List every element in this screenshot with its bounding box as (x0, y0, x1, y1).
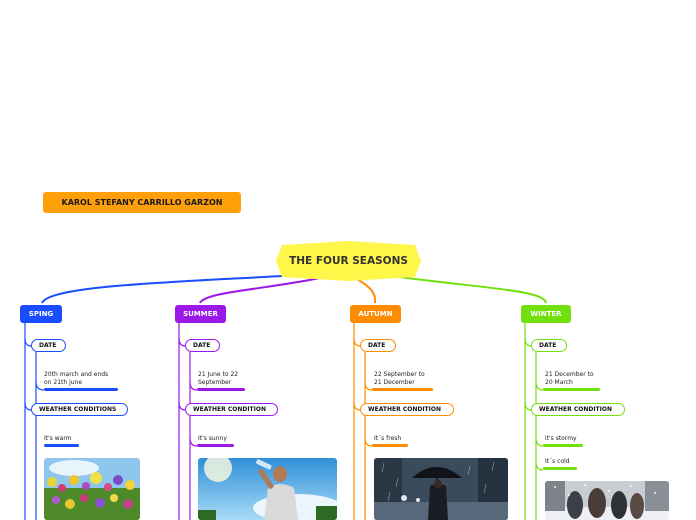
weather-text-winter-2[interactable]: It´s cold (545, 458, 570, 466)
weather-node-autumn[interactable]: WEATHER CONDITION (360, 403, 454, 416)
weather-label: WEATHER CONDITION (368, 406, 441, 413)
season-node-spring[interactable]: SPING (20, 305, 62, 323)
flower-field-photo[interactable] (44, 458, 140, 520)
date-text-line: on 21th june (44, 379, 108, 387)
weather-label: WEATHER CONDITIONS (39, 406, 116, 413)
season-label: SPING (29, 310, 53, 318)
date-text-line: 21 December (374, 379, 425, 387)
date-text-line: 21 December to (545, 371, 594, 379)
season-label: SUMMER (183, 310, 218, 318)
weather-label: WEATHER CONDITION (539, 406, 612, 413)
weather-node-summer[interactable]: WEATHER CONDITION (185, 403, 278, 416)
weather-text-line: It´s cold (545, 458, 570, 466)
date-label: DATE (39, 342, 56, 349)
weather-underline-summer (197, 444, 234, 447)
weather-underline-winter-1 (543, 444, 583, 447)
date-underline-summer (197, 388, 245, 391)
season-label: WINTER (530, 310, 561, 318)
season-node-winter[interactable]: WINTER (521, 305, 571, 323)
date-text-winter[interactable]: 21 December to 20 March (545, 371, 594, 387)
central-topic-node[interactable]: THE FOUR SEASONS (276, 241, 421, 281)
season-node-summer[interactable]: SUMMER (175, 305, 226, 323)
weather-text-winter-1[interactable]: it's stormy (545, 435, 577, 443)
weather-text-line: It´s fresh (374, 435, 401, 443)
date-node-spring[interactable]: DATE (31, 339, 66, 352)
central-topic-label: THE FOUR SEASONS (289, 255, 408, 267)
weather-underline-winter-2 (543, 467, 577, 470)
date-text-spring[interactable]: 20th march and ends on 21th june (44, 371, 108, 387)
umbrella-rain-photo[interactable] (374, 458, 508, 520)
date-text-line: 20 March (545, 379, 594, 387)
weather-text-autumn[interactable]: It´s fresh (374, 435, 401, 443)
weather-text-line: It's sunny (198, 435, 227, 443)
date-label: DATE (193, 342, 210, 349)
date-text-line: 21 June to 22 (198, 371, 238, 379)
date-underline-spring (44, 388, 118, 391)
date-label: DATE (368, 342, 385, 349)
date-text-line: 22 September to (374, 371, 425, 379)
weather-node-spring[interactable]: WEATHER CONDITIONS (31, 403, 128, 416)
date-node-winter[interactable]: DATE (531, 339, 567, 352)
weather-label: WEATHER CONDITION (193, 406, 266, 413)
snow-people-photo[interactable] (545, 481, 669, 520)
date-text-summer[interactable]: 21 June to 22 September (198, 371, 238, 387)
season-node-autumn[interactable]: AUTUMN (350, 305, 401, 323)
date-node-autumn[interactable]: DATE (360, 339, 396, 352)
date-text-line: September (198, 379, 238, 387)
weather-text-summer[interactable]: It's sunny (198, 435, 227, 443)
weather-text-line: it's stormy (545, 435, 577, 443)
season-label: AUTUMN (358, 310, 392, 318)
date-text-line: 20th march and ends (44, 371, 108, 379)
weather-text-spring[interactable]: It's warm (44, 435, 72, 443)
date-underline-winter (543, 388, 600, 391)
weather-underline-spring (44, 444, 79, 447)
man-drinking-water-photo[interactable] (198, 458, 337, 520)
weather-text-line: It's warm (44, 435, 72, 443)
date-underline-autumn (372, 388, 433, 391)
weather-underline-autumn (372, 444, 408, 447)
date-node-summer[interactable]: DATE (185, 339, 220, 352)
author-name-node[interactable]: KAROL STEFANY CARRILLO GARZON (43, 192, 241, 213)
date-label: DATE (539, 342, 556, 349)
date-text-autumn[interactable]: 22 September to 21 December (374, 371, 425, 387)
weather-node-winter[interactable]: WEATHER CONDITION (531, 403, 625, 416)
